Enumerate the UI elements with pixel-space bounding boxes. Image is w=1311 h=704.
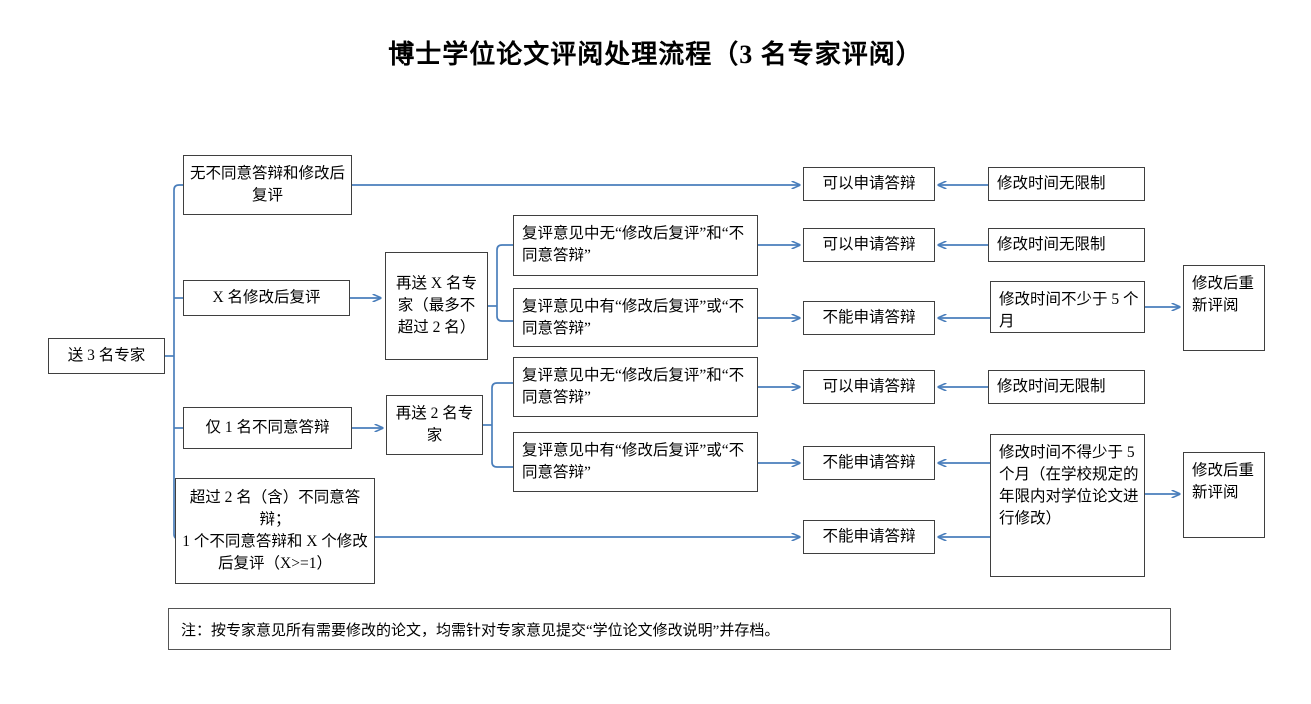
connector-resend2-b1 — [491, 382, 513, 389]
node-cannot-defend-2-label: 不能申请答辩 — [822, 454, 916, 471]
page-title: 博士学位论文评阅处理流程（3 名专家评阅） — [388, 40, 923, 69]
node-review-has-upper[interactable]: 复评意见中有“修改后复评”或“不同意答辩” — [513, 288, 758, 347]
node-time-min-five-months-label: 修改时间不少于 5 个月 — [999, 291, 1139, 330]
node-time-unlimited-1[interactable]: 修改时间无限制 — [988, 167, 1145, 201]
node-outcome-two-plus-reject-label: 超过 2 名（含）不同意答辩； 1 个不同意答辩和 X 个修改后复评（X>=1） — [182, 489, 368, 572]
node-outcome-x-revise[interactable]: X 名修改后复评 — [183, 280, 350, 316]
node-can-defend-2[interactable]: 可以申请答辩 — [803, 228, 935, 262]
node-resend-x-experts-label: 再送 X 名专家（最多不超过 2 名） — [396, 275, 477, 336]
node-review-has-lower-label: 复评意见中有“修改后复评”或“不同意答辩” — [522, 442, 745, 481]
connector-branch-1 — [173, 184, 183, 191]
node-review-none-lower-label: 复评意见中无“修改后复评”和“不同意答辩” — [522, 367, 745, 406]
node-outcome-one-reject[interactable]: 仅 1 名不同意答辩 — [183, 407, 352, 449]
footnote-bar: 注：按专家意见所有需要修改的论文，均需针对专家意见提交“学位论文修改说明”并存档… — [168, 608, 1171, 650]
node-outcome-no-objection-label: 无不同意答辩和修改后复评 — [189, 165, 345, 204]
node-review-has-upper-label: 复评意见中有“修改后复评”或“不同意答辩” — [522, 298, 745, 337]
node-review-none-upper[interactable]: 复评意见中无“修改后复评”和“不同意答辩” — [513, 215, 758, 276]
node-can-defend-3[interactable]: 可以申请答辩 — [803, 370, 935, 404]
connector-resendx-b1 — [496, 244, 513, 251]
node-rereview-1[interactable]: 修改后重新评阅 — [1183, 265, 1265, 351]
node-time-min-five-months[interactable]: 修改时间不少于 5 个月 — [990, 281, 1145, 333]
node-start-label: 送 3 名专家 — [67, 347, 146, 364]
node-outcome-no-objection[interactable]: 无不同意答辩和修改后复评 — [183, 155, 352, 215]
node-cannot-defend-1-label: 不能申请答辩 — [822, 309, 916, 326]
node-cannot-defend-3[interactable]: 不能申请答辩 — [803, 520, 935, 554]
node-cannot-defend-3-label: 不能申请答辩 — [822, 528, 916, 545]
node-can-defend-2-label: 可以申请答辩 — [822, 236, 916, 253]
node-rereview-1-label: 修改后重新评阅 — [1192, 275, 1255, 314]
node-cannot-defend-2[interactable]: 不能申请答辩 — [803, 446, 935, 480]
footnote-text: 注：按专家意见所有需要修改的论文，均需针对专家意见提交“学位论文修改说明”并存档… — [181, 622, 780, 639]
node-resend-two-experts-label: 再送 2 名专家 — [395, 405, 474, 444]
node-time-unlimited-2[interactable]: 修改时间无限制 — [988, 228, 1145, 262]
connector-resend2-b2 — [491, 461, 513, 468]
node-outcome-x-revise-label: X 名修改后复评 — [212, 289, 321, 306]
node-review-has-lower[interactable]: 复评意见中有“修改后复评”或“不同意答辩” — [513, 432, 758, 492]
node-outcome-two-plus-reject[interactable]: 超过 2 名（含）不同意答辩； 1 个不同意答辩和 X 个修改后复评（X>=1） — [175, 478, 375, 584]
node-time-min-five-months-detail-label: 修改时间不得少于 5 个月（在学校规定的年限内对学位论文进行修改） — [999, 444, 1139, 527]
node-resend-x-experts[interactable]: 再送 X 名专家（最多不超过 2 名） — [385, 252, 488, 360]
node-rereview-2-label: 修改后重新评阅 — [1192, 462, 1255, 501]
node-can-defend-1[interactable]: 可以申请答辩 — [803, 167, 935, 201]
node-start[interactable]: 送 3 名专家 — [48, 338, 165, 374]
node-time-min-five-months-detail[interactable]: 修改时间不得少于 5 个月（在学校规定的年限内对学位论文进行修改） — [990, 434, 1145, 577]
connector-resendx-b2 — [496, 315, 513, 322]
node-time-unlimited-3[interactable]: 修改时间无限制 — [988, 370, 1145, 404]
node-can-defend-1-label: 可以申请答辩 — [822, 175, 916, 192]
node-review-none-lower[interactable]: 复评意见中无“修改后复评”和“不同意答辩” — [513, 357, 758, 417]
node-time-unlimited-3-label: 修改时间无限制 — [997, 378, 1106, 395]
node-review-none-upper-label: 复评意见中无“修改后复评”和“不同意答辩” — [522, 225, 745, 264]
node-rereview-2[interactable]: 修改后重新评阅 — [1183, 452, 1265, 538]
node-can-defend-3-label: 可以申请答辩 — [822, 378, 916, 395]
node-outcome-one-reject-label: 仅 1 名不同意答辩 — [205, 419, 330, 436]
node-resend-two-experts[interactable]: 再送 2 名专家 — [386, 395, 483, 455]
node-time-unlimited-1-label: 修改时间无限制 — [997, 175, 1106, 192]
node-time-unlimited-2-label: 修改时间无限制 — [997, 236, 1106, 253]
node-cannot-defend-1[interactable]: 不能申请答辩 — [803, 301, 935, 335]
